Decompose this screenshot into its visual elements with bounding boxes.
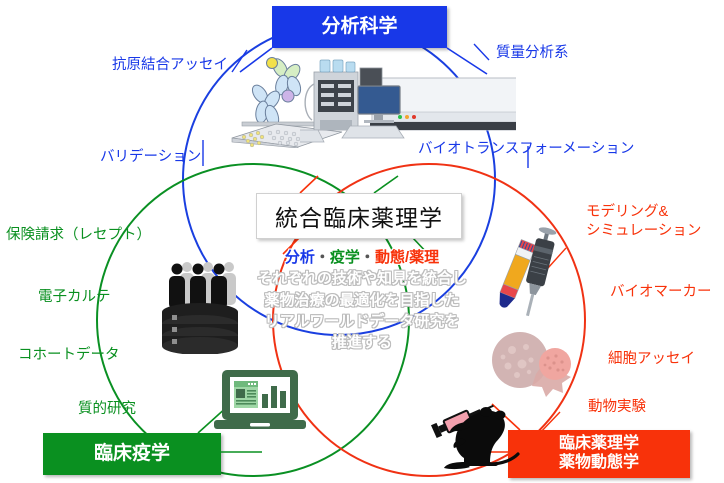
center-title-box[interactable]: 統合臨床薬理学: [256, 193, 462, 239]
center-title-label: 統合臨床薬理学: [275, 205, 443, 231]
header-box-analytical-science-label: 分析科学: [321, 15, 398, 37]
annotation-cell-assay: 細胞アッセイ: [608, 351, 695, 367]
cell-culture-illustration: [484, 330, 580, 410]
database-people-illustration: [150, 258, 254, 355]
header-box-analytical-science[interactable]: 分析科学: [272, 6, 447, 48]
footer-box-clinical-pharmacology-label-line2: 薬物動態学: [558, 454, 639, 471]
lc-ms-instrument-illustration: [279, 58, 526, 150]
footer-box-clinical-pharmacology[interactable]: 臨床薬理学 薬物動態学: [508, 430, 690, 478]
annotation-animal-experiment: 動物実験: [588, 399, 646, 415]
annotation-modeling-and-simulation: モデリング& シミュレーション: [586, 204, 702, 240]
laptop-chart-illustration: [212, 368, 308, 440]
footer-box-clinical-pharmacology-label-line1: 臨床薬理学: [558, 435, 639, 453]
antibody-microplate-illustration: [218, 52, 346, 149]
annotation-insurance-claims: 保険請求（レセプト）: [6, 227, 151, 243]
annotation-biomarker: バイオマーカー: [610, 284, 712, 300]
circle-clinical-pharmacology: [272, 163, 586, 477]
annotation-antigen-binding-assay: 抗原結合アッセイ: [112, 57, 228, 73]
footer-box-clinical-epidemiology[interactable]: 臨床疫学: [43, 433, 221, 475]
footer-box-clinical-epidemiology-label: 臨床疫学: [93, 442, 170, 464]
pipette-bloodtube-illustration: [490, 224, 566, 328]
annotation-cohort-data: コホートデータ: [18, 347, 120, 363]
annotation-qualitative-research: 質的研究: [78, 401, 136, 417]
lab-mouse-syringe-illustration: [424, 392, 536, 476]
annotation-electronic-health-record: 電子カルテ: [38, 289, 111, 305]
annotation-validation: バリデーション: [100, 149, 202, 165]
annotation-mass-spectrometry: 質量分析系: [496, 45, 569, 61]
annotation-biotransformation: バイオトランスフォーメーション: [418, 141, 635, 157]
